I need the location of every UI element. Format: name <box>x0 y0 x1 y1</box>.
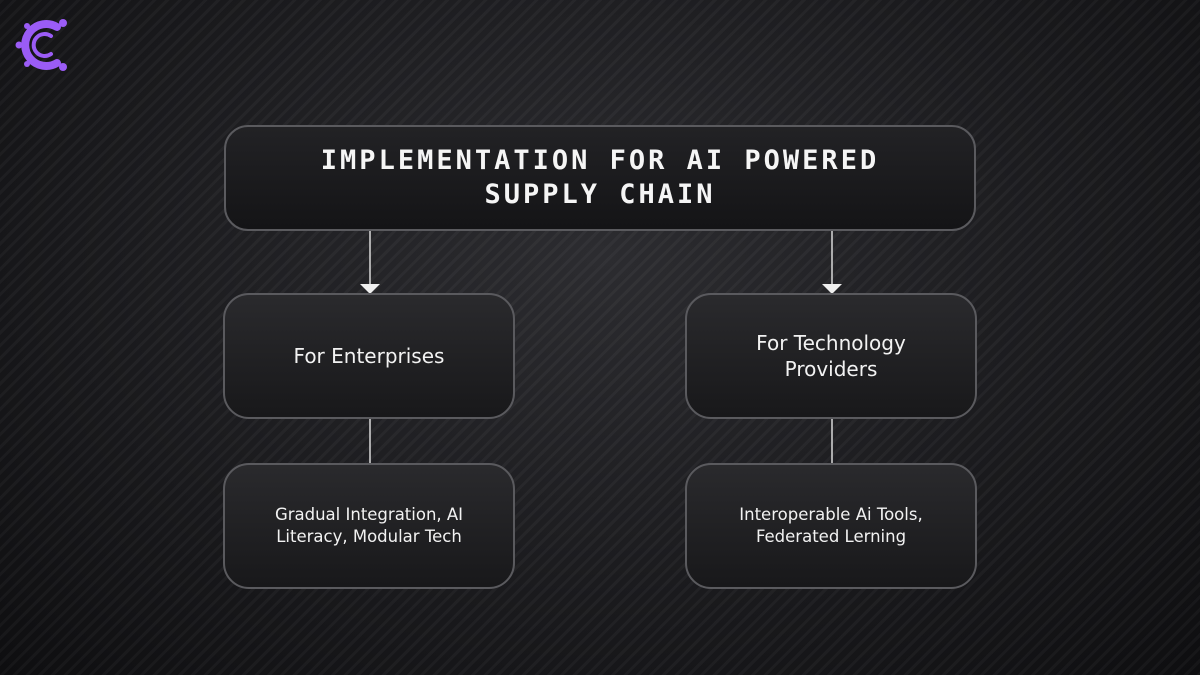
node-providers-detail-text: Interoperable Ai Tools, Federated Lernin… <box>739 505 923 546</box>
node-providers-detail: Interoperable Ai Tools, Federated Lernin… <box>685 463 977 589</box>
arrowhead-enterprises <box>360 284 380 294</box>
node-enterprises-detail: Gradual Integration, AI Literacy, Modula… <box>223 463 515 589</box>
node-for-technology-providers: For Technology Providers <box>685 293 977 419</box>
node-for-enterprises-label: For Enterprises <box>293 344 445 368</box>
node-enterprises-detail-text: Gradual Integration, AI Literacy, Modula… <box>274 505 464 546</box>
node-for-enterprises: For Enterprises <box>223 293 515 419</box>
node-for-technology-providers-label: For Technology Providers <box>756 331 906 381</box>
diagram-title-box: Implementation for AI Powered Supply Cha… <box>224 125 976 231</box>
arrowhead-providers <box>822 284 842 294</box>
diagram-title: Implementation for AI Powered Supply Cha… <box>320 145 880 210</box>
circuit-c-logo-icon <box>15 19 67 71</box>
